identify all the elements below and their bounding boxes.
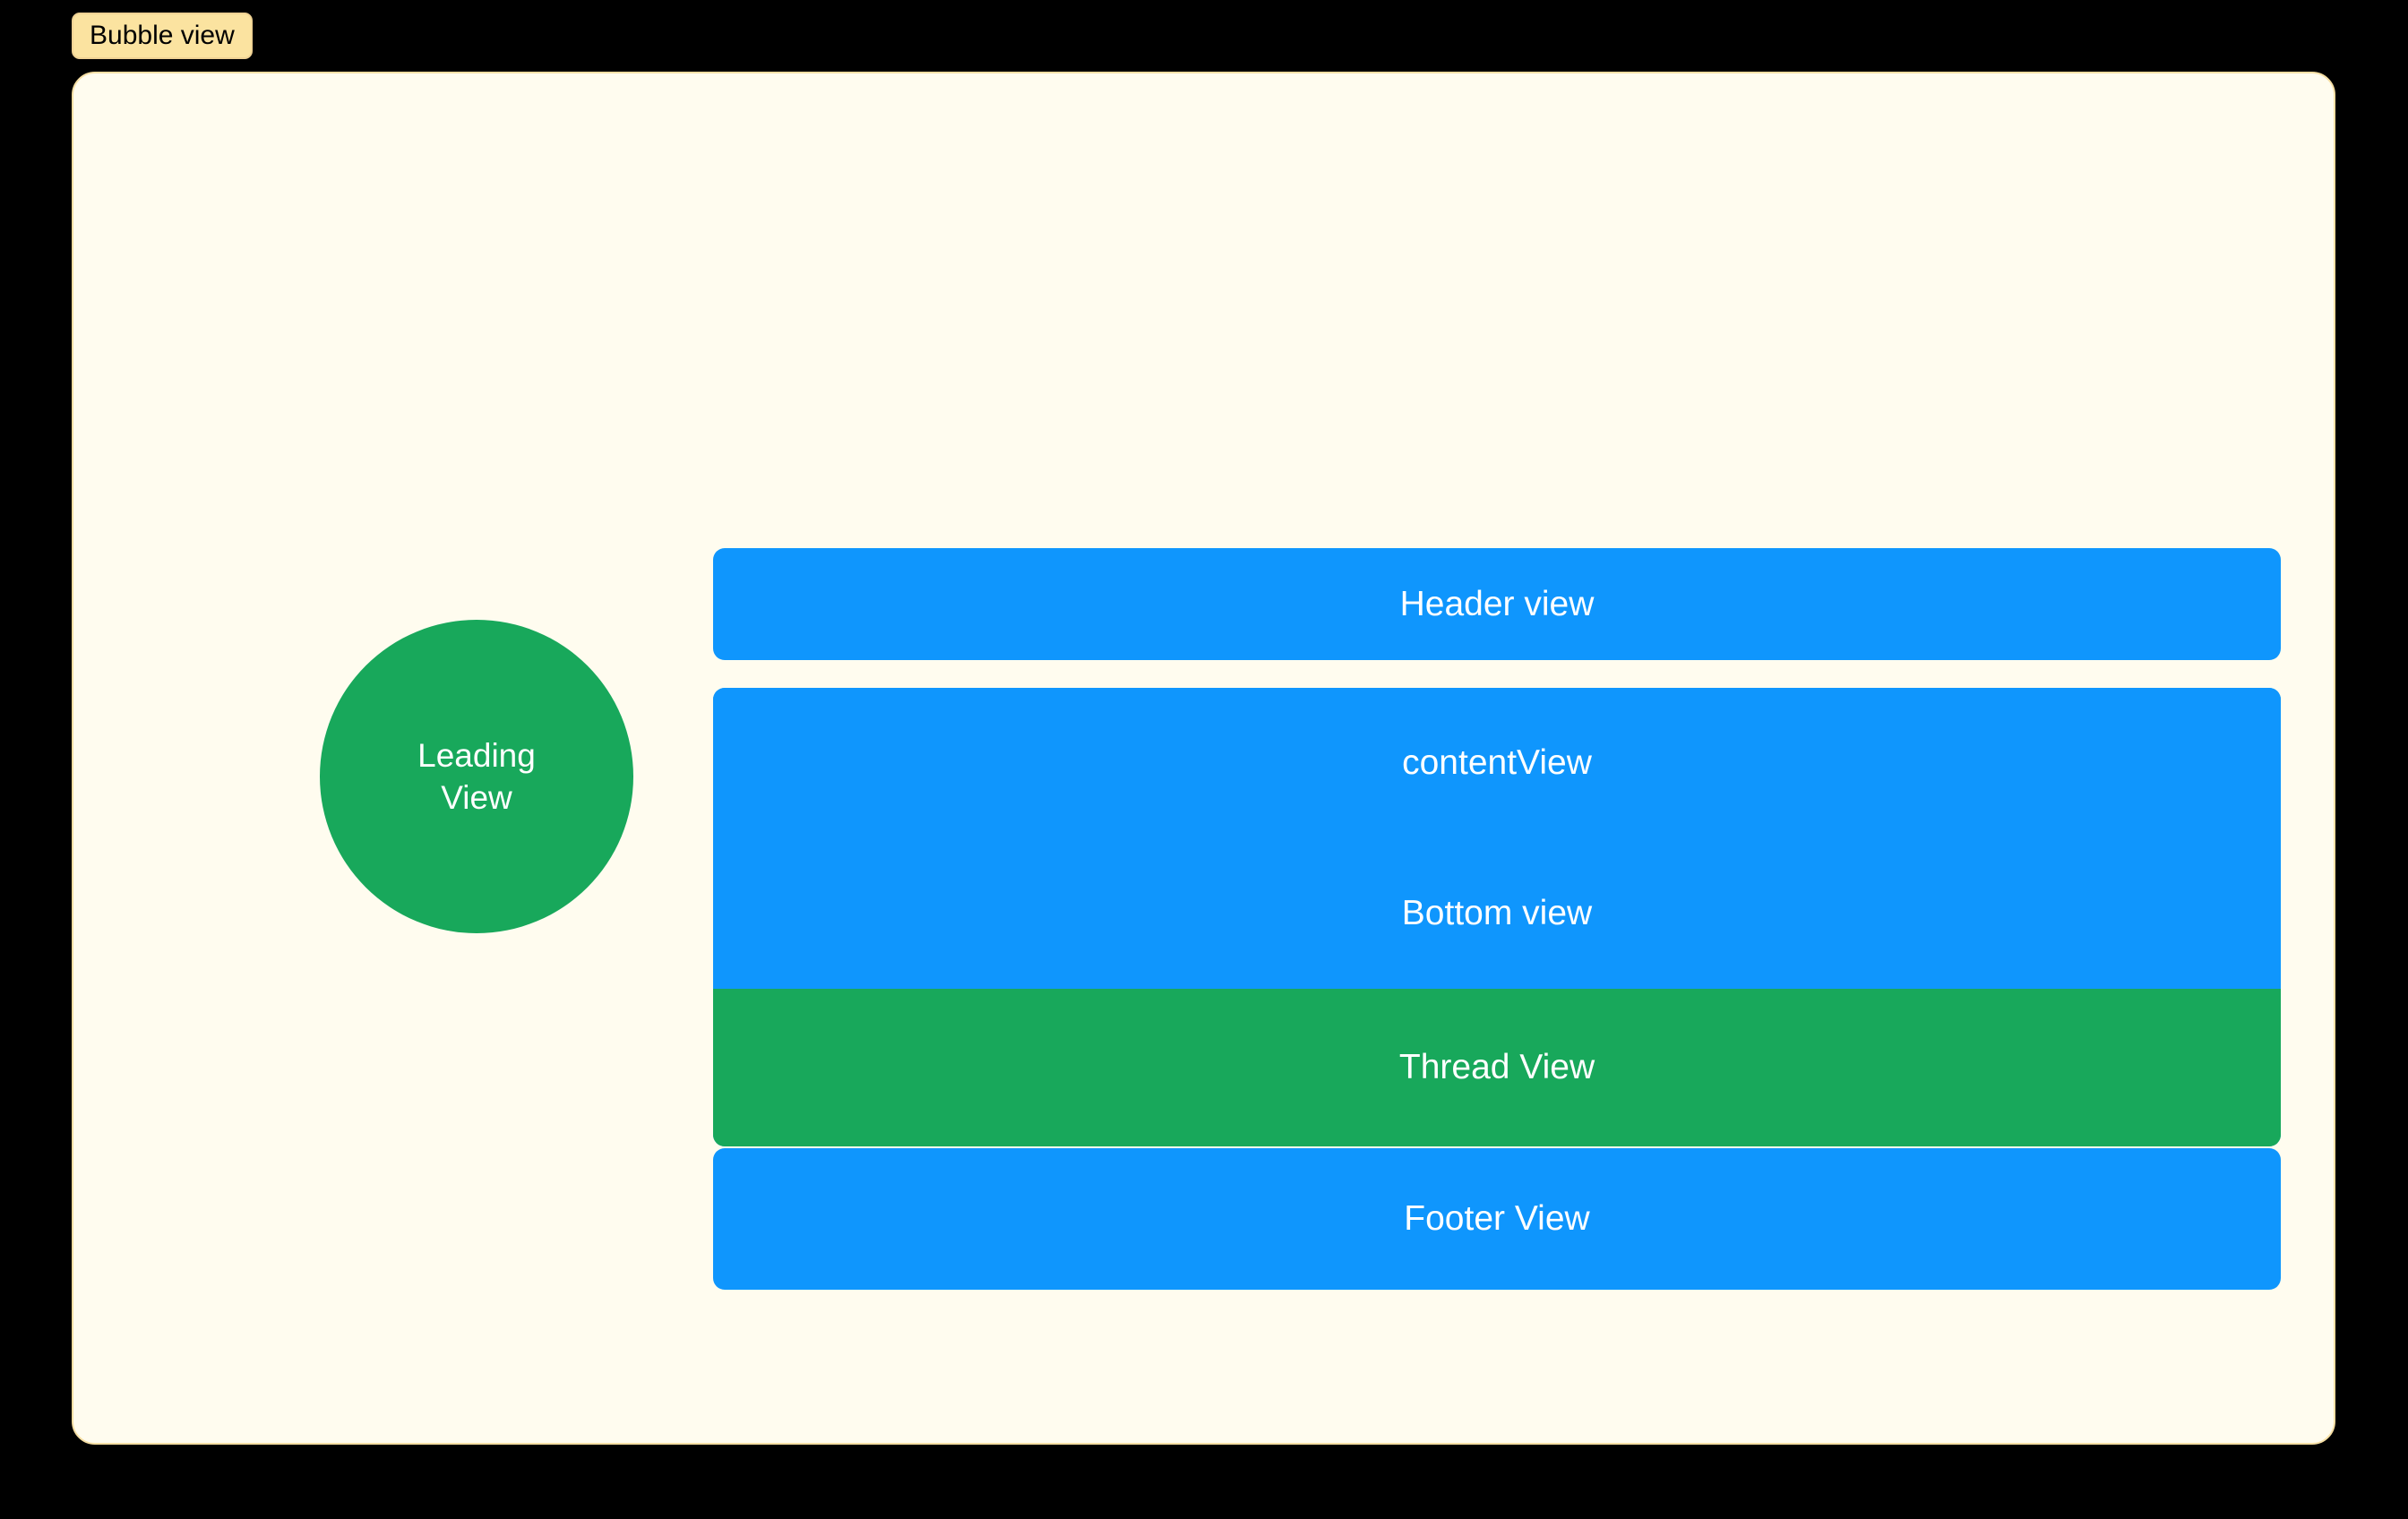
leading-view-label-line1: Leading — [417, 736, 536, 774]
bubble-view-badge-label: Bubble view — [90, 21, 235, 50]
bottom-view-label: Bottom view — [1401, 894, 1593, 932]
header-view-label: Header view — [1399, 584, 1595, 623]
header-view-box[interactable]: Header view — [713, 548, 2281, 660]
content-view-label: contentView — [1402, 743, 1592, 782]
bubble-view-card: Leading View Header view contentView Bot… — [72, 72, 2335, 1445]
leading-view-circle[interactable]: Leading View — [320, 620, 633, 933]
content-view-box[interactable]: contentView Bottom view Thread View — [713, 688, 2281, 1146]
footer-view-label: Footer View — [1404, 1199, 1590, 1238]
bottom-view-band[interactable]: Bottom view — [713, 838, 2281, 989]
bubble-view-badge: Bubble view — [72, 13, 253, 59]
thread-view-label: Thread View — [1398, 1048, 1595, 1086]
footer-view-box[interactable]: Footer View — [713, 1148, 2281, 1290]
leading-view-label-line2: View — [441, 779, 512, 816]
thread-view-band[interactable]: Thread View — [713, 989, 2281, 1146]
content-view-band[interactable]: contentView — [713, 688, 2281, 838]
